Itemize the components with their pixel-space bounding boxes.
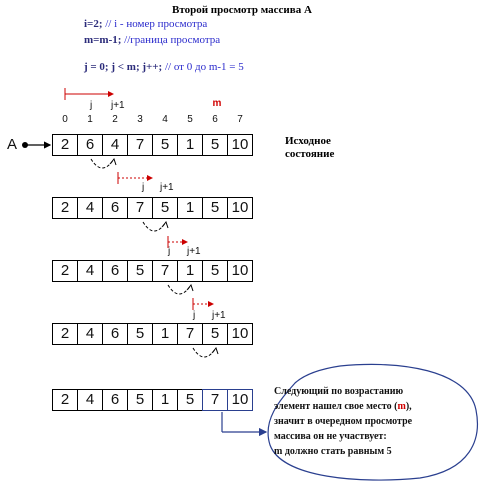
diagram-title: Второй просмотр массива А	[172, 4, 312, 16]
pointer-bracket-3	[192, 298, 214, 310]
index-label: 0	[62, 114, 68, 125]
index-label: 2	[112, 114, 118, 125]
note-line2-a: элемент нашел свое место (	[274, 401, 398, 412]
pointer-bracket-2	[167, 236, 188, 248]
comment-m: //граница просмотра	[124, 34, 221, 46]
j1-label-0: j+1	[111, 100, 125, 111]
note-line5: m должно стать равным 5	[274, 446, 392, 457]
j1-label-2: j+1	[187, 246, 201, 257]
note-line2-m: m	[397, 401, 406, 412]
j-label-0: j	[90, 100, 93, 111]
initial-state-line1: Исходное	[285, 135, 331, 147]
array-cell: 10	[227, 323, 253, 345]
swap-arc-1	[142, 220, 169, 232]
j-label-3: j	[193, 310, 196, 321]
index-label: 5	[187, 114, 193, 125]
j1-label-3: j+1	[212, 310, 226, 321]
code-i: i=2;	[84, 18, 103, 30]
array-cell: 10	[227, 197, 253, 219]
swap-arc-3	[192, 346, 219, 358]
index-label: 7	[237, 114, 243, 125]
note-line4: массива он не участвует:	[274, 431, 387, 442]
note-line3: значит в очередном просмотре	[274, 416, 413, 427]
array-cell: 10	[227, 134, 253, 156]
note-line2: элемент нашел свое место (m),	[274, 399, 412, 414]
initial-state-line2: состояние	[285, 148, 335, 160]
j-label-2: j	[168, 246, 171, 257]
code-line-m: m=m-1; //граница просмотра	[84, 34, 220, 46]
pointer-bracket-1	[117, 172, 153, 184]
index-label: 4	[162, 114, 168, 125]
code-line-loop: j = 0; j < m; j++; // от 0 до m-1 = 5	[84, 61, 244, 73]
index-label: 6	[212, 114, 218, 125]
pointer-bracket-0	[64, 88, 114, 100]
m-marker: m	[212, 98, 222, 109]
note-line1: Следующий по возрастанию	[274, 386, 404, 397]
array-cell: 10	[227, 260, 253, 282]
code-loop: j = 0; j < m; j++;	[84, 61, 163, 73]
comment-loop: // от 0 до m-1 = 5	[164, 61, 244, 73]
initial-state-label: Исходное состояние	[285, 135, 334, 161]
array-pointer-arrow	[22, 141, 52, 149]
index-label: 1	[87, 114, 93, 125]
array-cell: 7	[202, 389, 228, 411]
note-pointer	[221, 412, 268, 437]
index-label: 3	[137, 114, 143, 125]
j-label-1: j	[142, 182, 145, 193]
code-m: m=m-1;	[84, 34, 122, 46]
j1-label-1: j+1	[160, 182, 174, 193]
note-line2-b: ),	[405, 401, 412, 412]
swap-arc-2	[167, 283, 194, 295]
note-text: Следующий по возрастанию элемент нашел с…	[274, 384, 412, 459]
array-cell: 10	[227, 389, 253, 411]
swap-arc-0	[90, 157, 117, 169]
code-line-i: i=2; // i - номер просмотра	[84, 18, 207, 30]
note-bubble	[267, 363, 478, 481]
array-label: A	[7, 136, 18, 153]
comment-i: // i - номер просмотра	[105, 18, 208, 30]
